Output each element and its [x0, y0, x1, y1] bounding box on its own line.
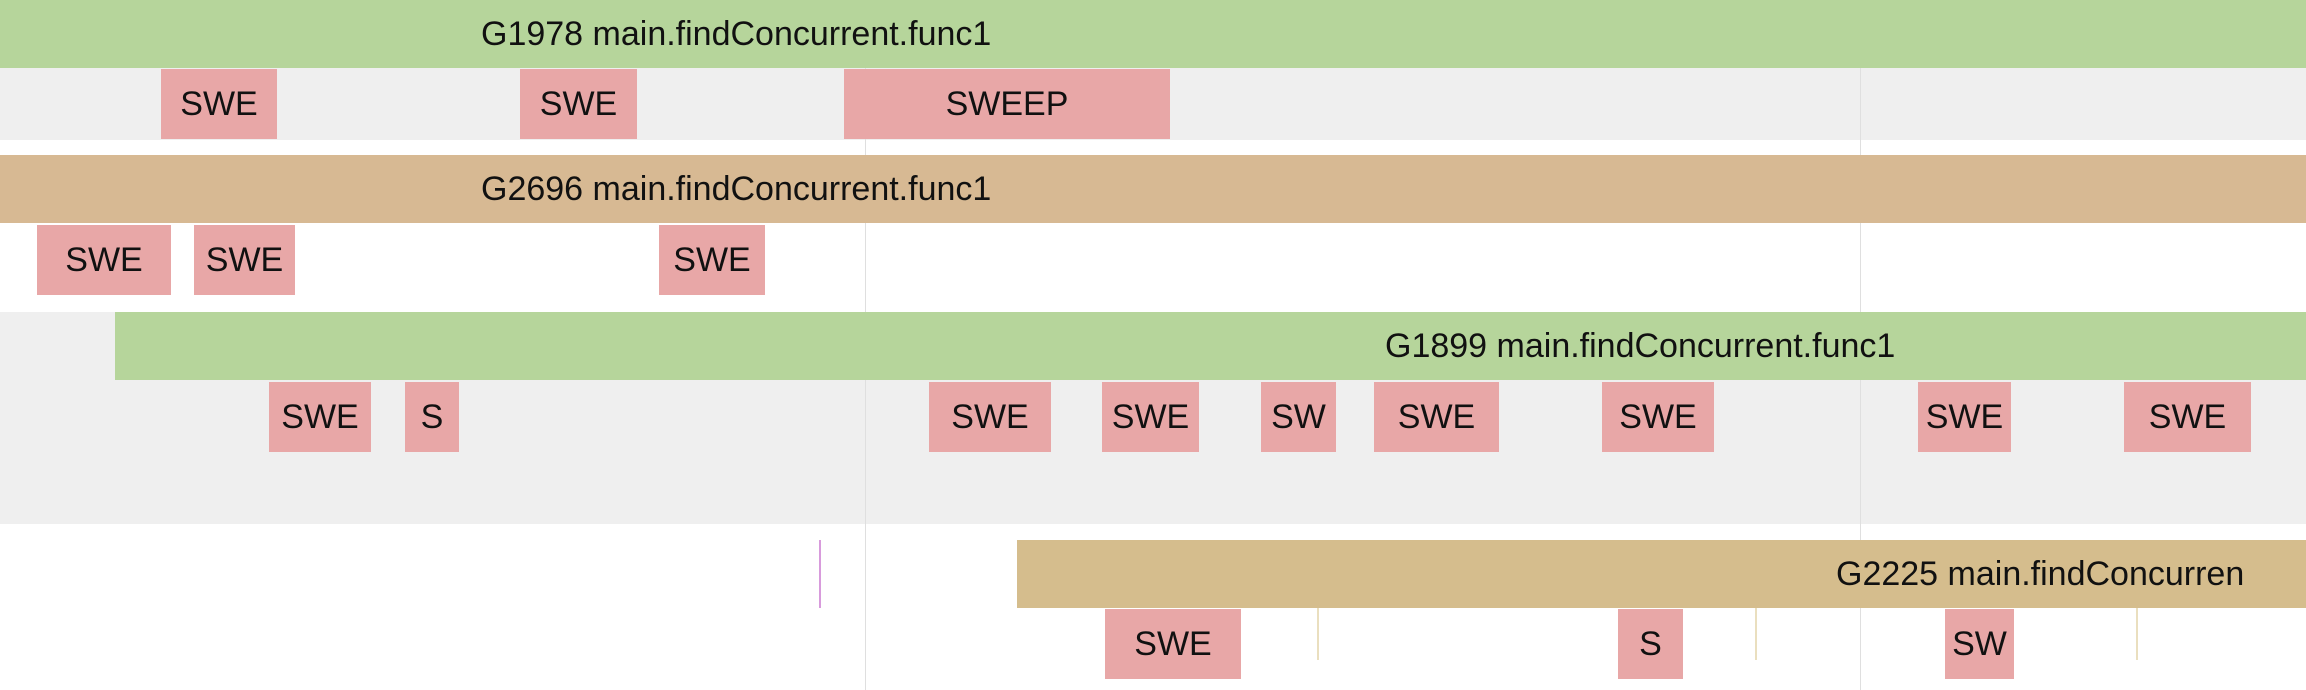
- event-tick-3: [2136, 607, 2138, 660]
- event-tick-2: [1755, 607, 1757, 660]
- sweep-span-g2225-1[interactable]: SWE: [1105, 609, 1241, 679]
- sweep-span-g2696-2[interactable]: SWE: [194, 225, 295, 295]
- goroutine-label: G2225 main.findConcurren: [1836, 555, 2245, 593]
- goroutine-label: G1899 main.findConcurrent.func1: [1385, 327, 1896, 365]
- goroutine-g1899-span[interactable]: G1899 main.findConcurrent.func1: [115, 312, 2306, 380]
- sweep-span-g1978-3[interactable]: SWEEP: [844, 69, 1170, 139]
- sweep-span-g2696-1[interactable]: SWE: [37, 225, 171, 295]
- sweep-span-g1899-4[interactable]: SWE: [1102, 382, 1199, 452]
- goroutine-label: G1978 main.findConcurrent.func1: [481, 15, 992, 53]
- sweep-span-g1899-1[interactable]: SWE: [269, 382, 371, 452]
- sweep-span-g2696-3[interactable]: SWE: [659, 225, 765, 295]
- sweep-span-g1899-2[interactable]: S: [405, 382, 459, 452]
- sweep-span-g2225-3[interactable]: SW: [1945, 609, 2014, 679]
- event-marker[interactable]: [819, 540, 821, 608]
- goroutine-g2225-span[interactable]: G2225 main.findConcurren: [1017, 540, 2306, 608]
- sweep-span-g1899-9[interactable]: SWE: [2124, 382, 2251, 452]
- event-tick-1: [1317, 607, 1319, 660]
- goroutine-g2696-span[interactable]: G2696 main.findConcurrent.func1: [0, 155, 2306, 223]
- sweep-span-g1978-2[interactable]: SWE: [520, 69, 637, 139]
- sweep-span-g1899-8[interactable]: SWE: [1918, 382, 2011, 452]
- sweep-span-g1899-6[interactable]: SWE: [1374, 382, 1499, 452]
- sweep-span-g1899-5[interactable]: SW: [1261, 382, 1336, 452]
- sweep-span-g1899-3[interactable]: SWE: [929, 382, 1051, 452]
- goroutine-label: G2696 main.findConcurrent.func1: [481, 170, 992, 208]
- goroutine-g1978-span[interactable]: G1978 main.findConcurrent.func1: [0, 0, 2306, 68]
- sweep-span-g2225-2[interactable]: S: [1618, 609, 1683, 679]
- sweep-span-g1899-7[interactable]: SWE: [1602, 382, 1714, 452]
- sweep-span-g1978-1[interactable]: SWE: [161, 69, 277, 139]
